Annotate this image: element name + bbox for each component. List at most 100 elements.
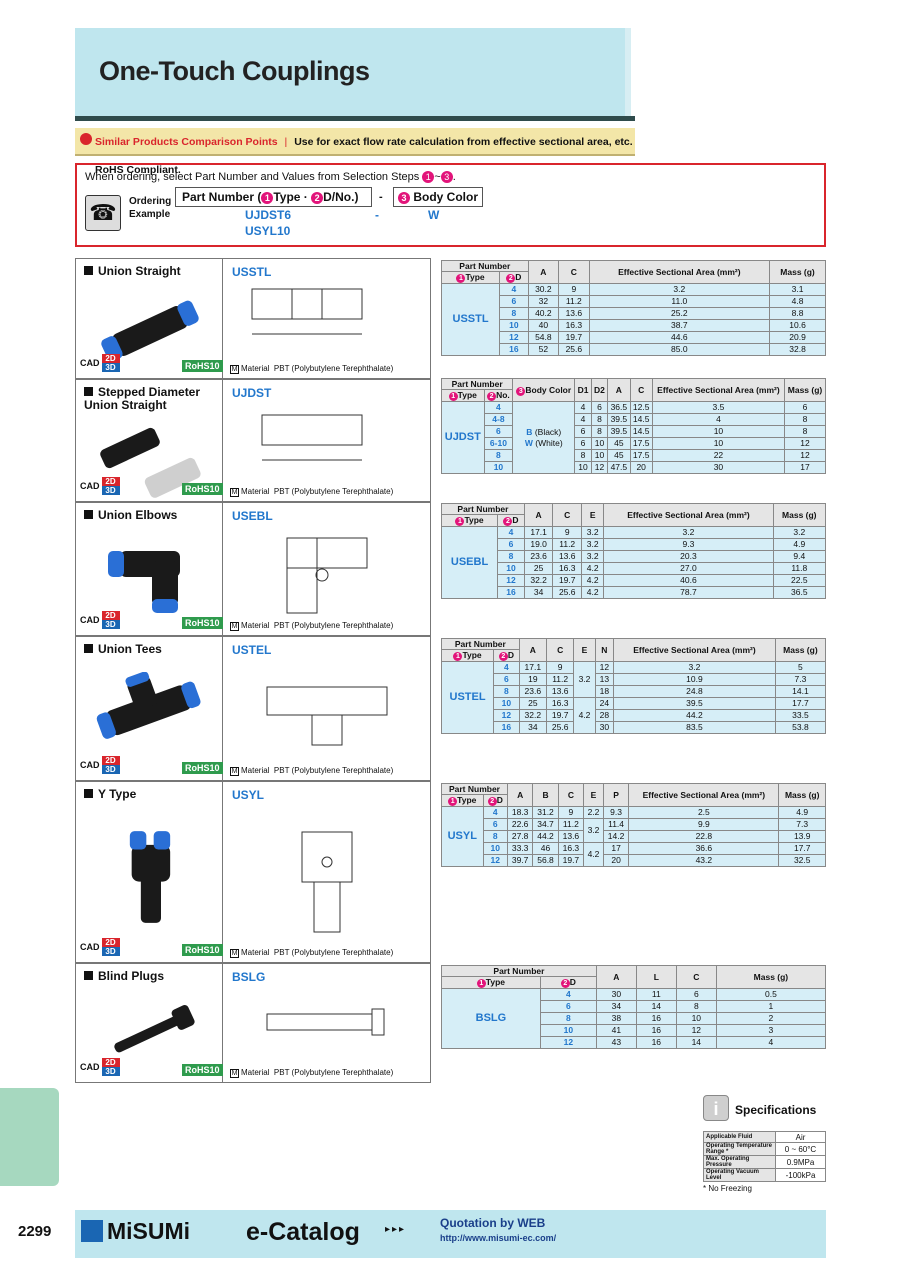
header-type-label: Type <box>457 795 477 805</box>
cad-label: CAD <box>80 1062 100 1072</box>
table-cell: 25.6 <box>545 721 575 734</box>
header-area: Effective Sectional Area (mm²) <box>628 783 780 807</box>
table-cell: 4.2 <box>581 562 605 575</box>
table-cell: 24 <box>594 697 615 710</box>
material-label: Material <box>241 487 270 496</box>
cad-3d: 3D <box>101 486 120 495</box>
table-cell: 43.2 <box>628 854 780 867</box>
table-cell: 22.5 <box>772 574 827 587</box>
header-part-number: Part Number <box>441 260 529 272</box>
material-value: PBT (Polybutylene Terephthalate) <box>273 487 394 496</box>
header-d2: D2 <box>590 378 609 402</box>
table-cell: 9.3 <box>603 538 774 551</box>
d-label: D/No.) <box>323 190 359 204</box>
table-cell: 8 <box>539 1012 597 1025</box>
header-c: C <box>545 638 575 662</box>
website-url-link[interactable]: http://www.misumi-ec.com/ <box>440 1233 557 1243</box>
misumi-logo-icon <box>81 1220 103 1242</box>
table-cell: 8 <box>499 307 529 320</box>
table-cell: 12 <box>784 449 826 462</box>
header-c: C <box>557 783 585 807</box>
spec-key: Max. Operating Pressure <box>703 1155 776 1169</box>
spec-key: Operating Temperature Range * <box>703 1142 776 1156</box>
header-a: A <box>595 965 637 989</box>
cad-label: CAD <box>80 358 100 368</box>
header-type-label: Type <box>462 650 482 660</box>
table-cell: 10 <box>539 1024 597 1037</box>
table-cell: 8 <box>590 413 609 426</box>
table-cell: 85.0 <box>588 343 771 356</box>
table-cell: 8.8 <box>769 307 826 320</box>
table-cell: 10 <box>574 461 592 474</box>
table-cell: 8 <box>574 449 592 462</box>
table-cell: 10 <box>675 1012 717 1025</box>
rohs-badge: RoHS10 <box>182 762 223 774</box>
table-cell: 4 <box>497 526 525 539</box>
table-cell: 28 <box>594 709 615 722</box>
table-cell: 0.5 <box>715 988 827 1001</box>
table-cell: 30 <box>651 461 786 474</box>
ordering-intro-text: When ordering, select Part Number and Va… <box>85 171 420 183</box>
union-elbows-drawing <box>286 537 368 614</box>
table-cell: 9 <box>557 806 585 819</box>
table-cell: 47.5 <box>607 461 631 474</box>
similar-note: Use for exact flow rate calculation from… <box>95 136 633 176</box>
table-cell: 19.7 <box>557 854 585 867</box>
header-a: A <box>523 503 554 527</box>
table-cell: 34 <box>595 1000 637 1013</box>
cad-label: CAD <box>80 481 100 491</box>
table-cell: 8 <box>590 425 609 438</box>
header-type-label: Type <box>464 515 484 525</box>
table-cell: 3.2 <box>581 526 605 539</box>
tilde: ~ <box>434 171 441 183</box>
table-cell: 6 <box>675 988 717 1001</box>
table-cell: 11.2 <box>552 538 583 551</box>
header-type-label: Type <box>457 390 477 400</box>
header-mass: Mass (g) <box>769 260 826 284</box>
table-cell: 13.6 <box>552 550 583 563</box>
rohs-badge: RoHS10 <box>182 944 223 956</box>
table-cell: 17 <box>784 461 826 474</box>
header-body-label: Body Color <box>525 384 572 395</box>
table-cell: 14.2 <box>602 830 630 843</box>
table-cell: 7.3 <box>778 818 826 831</box>
table-cell: 3.5 <box>651 401 786 414</box>
header-a: A <box>518 638 548 662</box>
header-a: A <box>607 378 631 402</box>
table-cell: 5 <box>774 661 827 674</box>
table-cell: 17.7 <box>778 842 826 855</box>
union-elbows-photo <box>108 551 180 613</box>
table-cell: 6 <box>493 673 520 686</box>
table-cell: 45 <box>607 449 631 462</box>
table-cell: 17.1 <box>518 661 548 674</box>
stepped-diameter-drawing <box>261 414 363 461</box>
badge-1: 1 <box>453 652 463 661</box>
table-cell: 16.3 <box>552 562 583 575</box>
cad-3d: 3D <box>101 765 120 774</box>
table-cell: 9.9 <box>628 818 780 831</box>
cad-label: CAD <box>80 942 100 952</box>
quotation-link[interactable]: Quotation by WEB <box>440 1216 546 1230</box>
table-cell: 4 <box>574 413 592 426</box>
table-cell: 4 <box>715 1036 827 1049</box>
badge-1: 1 <box>455 517 465 526</box>
material-icon: M <box>230 1069 239 1078</box>
table-cell: 17.1 <box>523 526 554 539</box>
e-value-cell: 4.2 <box>573 697 596 734</box>
product-panel-stepped-diameter: Stepped Diameter Union Straight UJDST CA… <box>75 379 431 502</box>
table-cell: 13.9 <box>778 830 826 843</box>
